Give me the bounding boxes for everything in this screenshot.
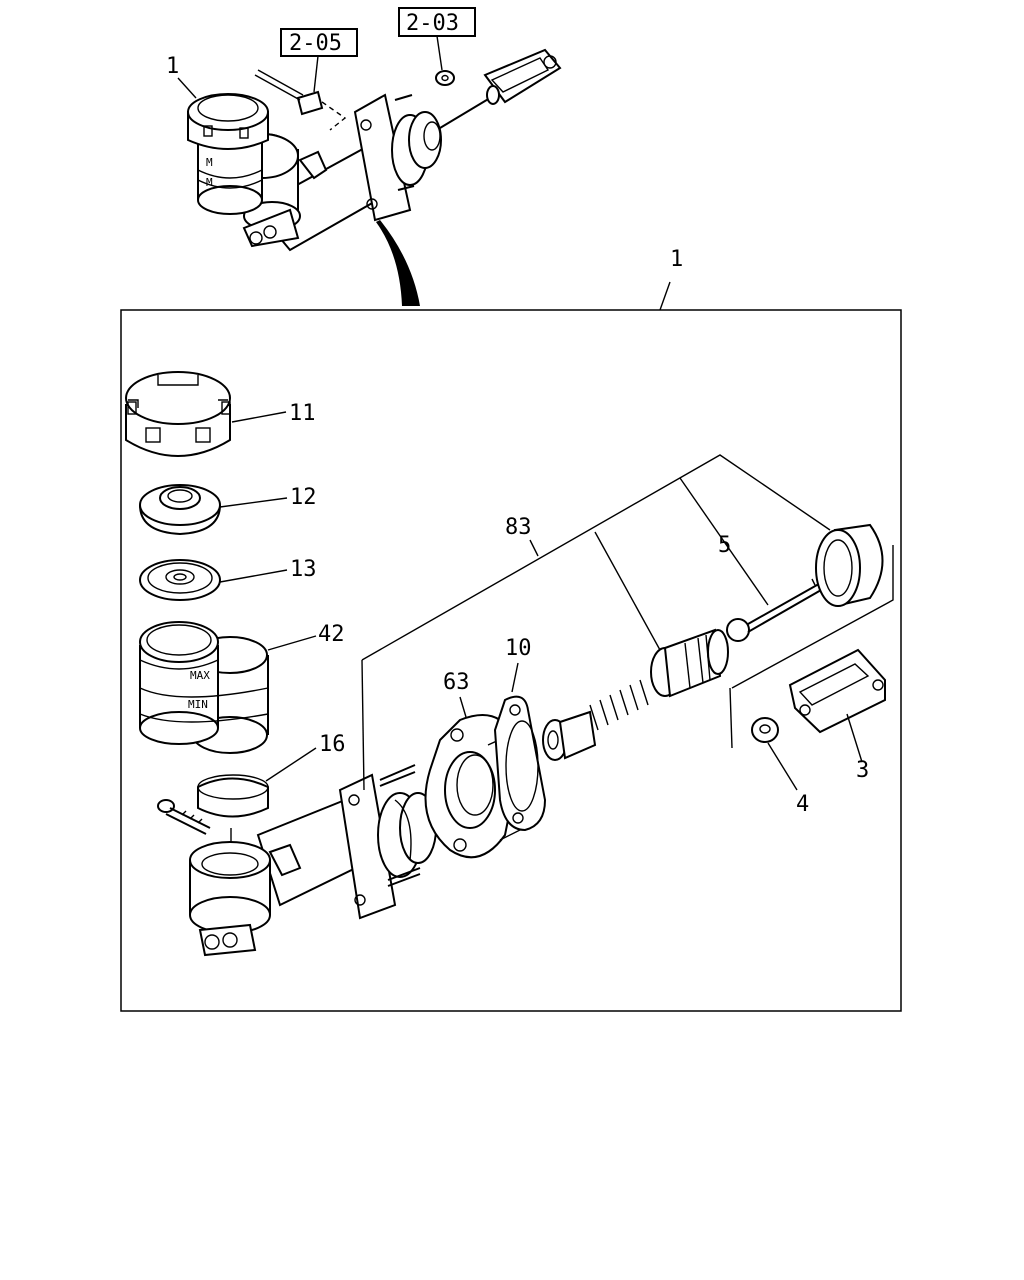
callout-13: 13 bbox=[290, 557, 317, 582]
callout-83: 83 bbox=[505, 515, 532, 540]
reservoir-42-illustration: MAX MIN bbox=[139, 621, 269, 754]
kit-bracket-lines bbox=[361, 454, 831, 791]
callout-5: 5 bbox=[718, 533, 731, 558]
piston-spring-illustration bbox=[542, 628, 729, 761]
clevis-3-illustration bbox=[788, 648, 886, 734]
callout-1-top: 1 bbox=[166, 54, 179, 79]
plate-13-illustration bbox=[139, 559, 221, 601]
bolt-illustration bbox=[157, 799, 211, 835]
gasket-10-illustration bbox=[493, 695, 547, 832]
callout-63: 63 bbox=[443, 670, 470, 695]
callout-4: 4 bbox=[796, 792, 809, 817]
ref-label-2-03: 2-03 bbox=[406, 11, 459, 36]
ref-label-2-05: 2-05 bbox=[289, 31, 342, 56]
callout-12: 12 bbox=[290, 485, 317, 510]
reservoir-min-mark: MIN bbox=[188, 698, 208, 711]
top-assembly-illustration: M M bbox=[187, 48, 562, 252]
cylinder-body-illustration bbox=[189, 764, 437, 957]
diaphragm-12-illustration bbox=[139, 484, 221, 536]
callout-16: 16 bbox=[319, 732, 346, 757]
callout-42: 42 bbox=[318, 622, 345, 647]
svg-text:M: M bbox=[206, 156, 213, 169]
detail-frame bbox=[120, 309, 902, 1012]
svg-text:M: M bbox=[206, 176, 213, 189]
callout-10: 10 bbox=[505, 636, 532, 661]
boot-illustration bbox=[815, 523, 884, 607]
band-16-illustration bbox=[197, 774, 269, 818]
cap-11-illustration bbox=[125, 371, 231, 457]
detail-arrow bbox=[376, 220, 420, 306]
reservoir-max-mark: MAX bbox=[190, 669, 210, 682]
ref-box-2-05 bbox=[280, 28, 358, 57]
callout-3: 3 bbox=[856, 758, 869, 783]
callout-1-box: 1 bbox=[670, 247, 683, 272]
ref-box-2-03 bbox=[398, 7, 476, 37]
nut-4-illustration bbox=[751, 717, 779, 743]
callout-11: 11 bbox=[289, 401, 316, 426]
